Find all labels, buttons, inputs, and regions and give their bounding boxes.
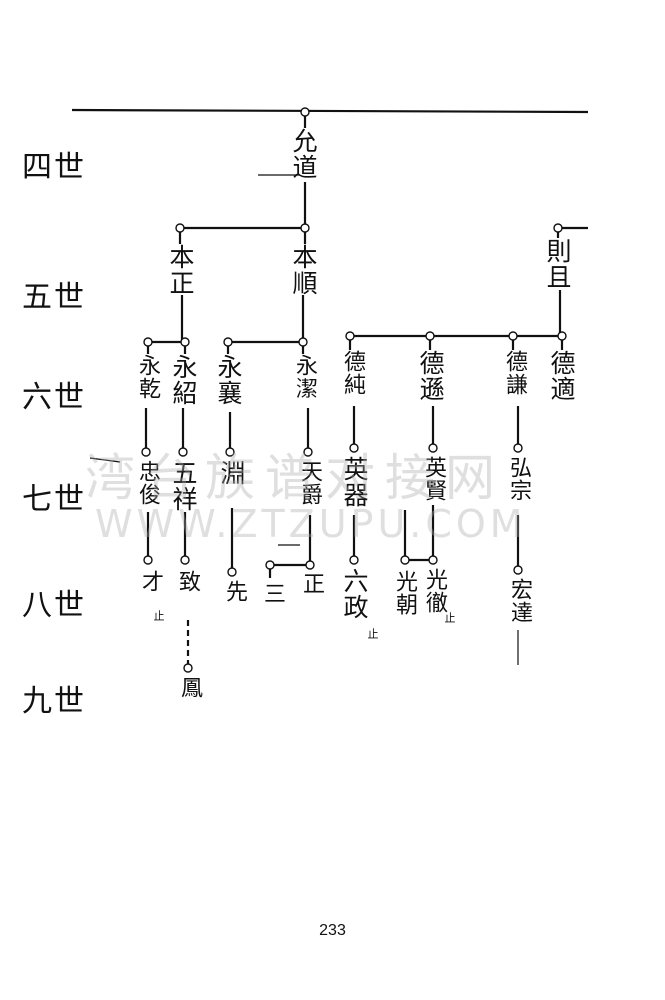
- note-zhi-1: 止: [152, 610, 165, 621]
- generation-label-5: 五世: [22, 280, 86, 315]
- name-deqian: 德謙: [502, 350, 527, 396]
- name-yingxian: 英賢: [421, 456, 446, 502]
- name-yongxiang: 永襄: [214, 354, 243, 406]
- generation-label-7: 七世: [22, 482, 86, 517]
- name-liuzheng: 六政: [340, 568, 369, 620]
- name-yonggan: 永乾: [135, 354, 160, 400]
- name-guangzhao: 光朝: [392, 570, 417, 616]
- name-xian: 先: [222, 580, 247, 603]
- watermark-text: 湾台族谱对接网: [85, 449, 505, 507]
- name-guangchao: 光徹: [422, 568, 447, 614]
- generation-label-4: 四世: [22, 150, 86, 185]
- name-deshi: 德適: [547, 350, 576, 402]
- name-feng: 鳳: [177, 676, 202, 699]
- name-yongshao: 永紹: [169, 354, 198, 406]
- name-zhongjun: 忠俊: [135, 460, 160, 506]
- name-san: 三: [260, 582, 285, 605]
- name-benzheng: 本正: [166, 244, 195, 296]
- watermark-url: WWW.ZTZUPU.COM: [95, 502, 527, 546]
- name-dechun: 德純: [340, 350, 365, 396]
- name-zheng: 正: [299, 572, 324, 595]
- generation-label-6: 六世: [22, 380, 86, 415]
- name-tianjue: 天爵: [297, 460, 322, 506]
- note-zhi-3: 止: [443, 612, 456, 623]
- note-zhi-2: 止: [366, 628, 379, 639]
- name-hongda: 宏達: [507, 578, 532, 624]
- name-cai: 才: [138, 570, 163, 593]
- name-wuxiang: 五祥: [169, 460, 198, 512]
- generation-label-9: 九世: [22, 684, 86, 719]
- name-dexun: 德遜: [416, 350, 445, 402]
- generation-label-8: 八世: [22, 588, 86, 623]
- name-zhi: 致: [175, 570, 200, 593]
- name-yongjie: 永潔: [292, 354, 317, 400]
- name-yuan: 淵: [217, 460, 246, 486]
- name-zeqie: 則且: [543, 238, 572, 290]
- name-benshun: 本順: [289, 244, 318, 296]
- name-hongzong: 弘宗: [506, 456, 531, 502]
- page-number: 233: [319, 922, 346, 939]
- name-yingqi: 英器: [340, 456, 369, 508]
- name-yundao: 允道: [289, 128, 318, 180]
